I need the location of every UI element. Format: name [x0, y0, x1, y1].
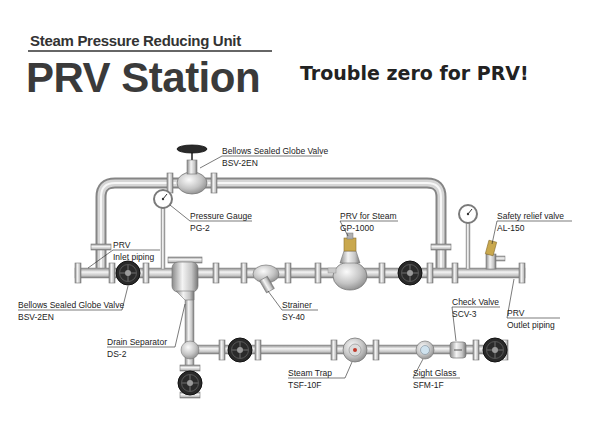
flange: [255, 340, 261, 360]
slogan: Trouble zero for PRV!: [300, 62, 529, 84]
gauge-stem: [161, 207, 165, 269]
valve-bonnet: [187, 160, 197, 174]
flange: [109, 263, 115, 283]
check-valve-arrow: [454, 350, 462, 351]
steam-trap-cover: [349, 344, 361, 356]
leader-line: [170, 205, 190, 221]
valve-body: [177, 172, 207, 194]
drain-separator: [172, 262, 198, 292]
flange: [241, 263, 247, 283]
part-name: Outlet piping: [507, 320, 555, 330]
part-code: SY-40: [282, 312, 305, 322]
part-name: Drain Separator: [107, 337, 167, 347]
steam-trap-indicator: [353, 348, 357, 352]
pipe-tee: [181, 341, 199, 359]
leader-line: [88, 250, 113, 268]
flange: [180, 365, 200, 371]
relief-valve-outlet: [496, 256, 505, 261]
main-title: PRV Station: [26, 54, 260, 102]
flange: [331, 340, 337, 360]
valve-body: [117, 262, 139, 284]
handwheel: [398, 261, 422, 285]
flange: [213, 263, 219, 283]
leader-line: [200, 156, 222, 168]
bypass-pipe: [101, 183, 441, 272]
part-name: Steam Trap: [288, 368, 332, 378]
flange: [373, 340, 379, 360]
part-code: TSF-10F: [288, 380, 322, 390]
leader-lines: [18, 156, 572, 378]
leader-line: [268, 291, 282, 310]
part-name: PRV: [113, 240, 130, 250]
flange: [379, 263, 385, 283]
strainer-screen: [260, 276, 275, 293]
flange: [219, 340, 225, 360]
flange: [315, 263, 321, 283]
part-name: PRV for Steam: [340, 211, 397, 221]
part-name: Sight Glass: [413, 368, 456, 378]
part-code: AL-150: [497, 223, 524, 233]
part-code: BSV-2EN: [222, 158, 258, 168]
steam-trap: [343, 338, 367, 362]
sight-glass-window: [421, 346, 430, 355]
flange: [75, 263, 81, 283]
valve-body: [399, 262, 421, 284]
bypass-pipe: [101, 183, 441, 272]
part-name: Bellows Sealed Globe Valve: [222, 146, 328, 156]
flange: [473, 340, 479, 360]
handwheel: [177, 145, 207, 153]
handwheel: [483, 338, 507, 362]
prv-spring-housing: [344, 238, 356, 251]
flange: [285, 263, 291, 283]
gauge-stem: [466, 222, 470, 269]
leader-line: [345, 362, 352, 378]
part-name: Bellows Sealed Globe Valve: [18, 300, 124, 310]
leader-line: [175, 304, 185, 347]
relief-valve-spring: [485, 240, 496, 256]
part-name: PRV: [507, 308, 524, 318]
part-code: GP-1000: [340, 223, 374, 233]
flange: [211, 173, 217, 193]
check-valve: [450, 342, 466, 358]
part-name: Pressure Gauge: [190, 211, 252, 221]
leader-line: [492, 221, 497, 244]
heading-rule: [28, 50, 272, 52]
flange: [143, 263, 149, 283]
handwheel: [228, 338, 252, 362]
pressure-gauge: [154, 190, 172, 208]
flange: [452, 263, 458, 283]
part-code: DS-2: [107, 349, 126, 359]
part-name: Safety relief valve: [497, 211, 564, 221]
part-name: Check Valve: [452, 297, 499, 307]
relief-valve-body: [486, 254, 496, 269]
handwheel: [178, 371, 202, 395]
part-code: SCV-3: [452, 309, 477, 319]
flange: [167, 173, 173, 193]
sight-glass: [416, 341, 434, 359]
prv-body: [333, 262, 367, 290]
flange: [91, 244, 111, 250]
flange: [427, 263, 433, 283]
part-code: BSV-2EN: [18, 312, 54, 322]
subtitle: Steam Pressure Reducing Unit: [30, 32, 241, 49]
part-code: PG-2: [190, 223, 210, 233]
flange: [519, 263, 525, 283]
pressure-gauge: [459, 205, 477, 223]
prv-sensing-port: [328, 268, 336, 273]
part-name: Strainer: [282, 300, 312, 310]
handwheel: [116, 261, 140, 285]
bypass-pipe: [101, 183, 441, 272]
part-code: SFM-1F: [413, 380, 444, 390]
prv-bonnet: [340, 251, 360, 263]
flange: [431, 244, 451, 250]
part-name: Inlet piping: [113, 252, 154, 262]
separator-outlet: [176, 291, 194, 300]
